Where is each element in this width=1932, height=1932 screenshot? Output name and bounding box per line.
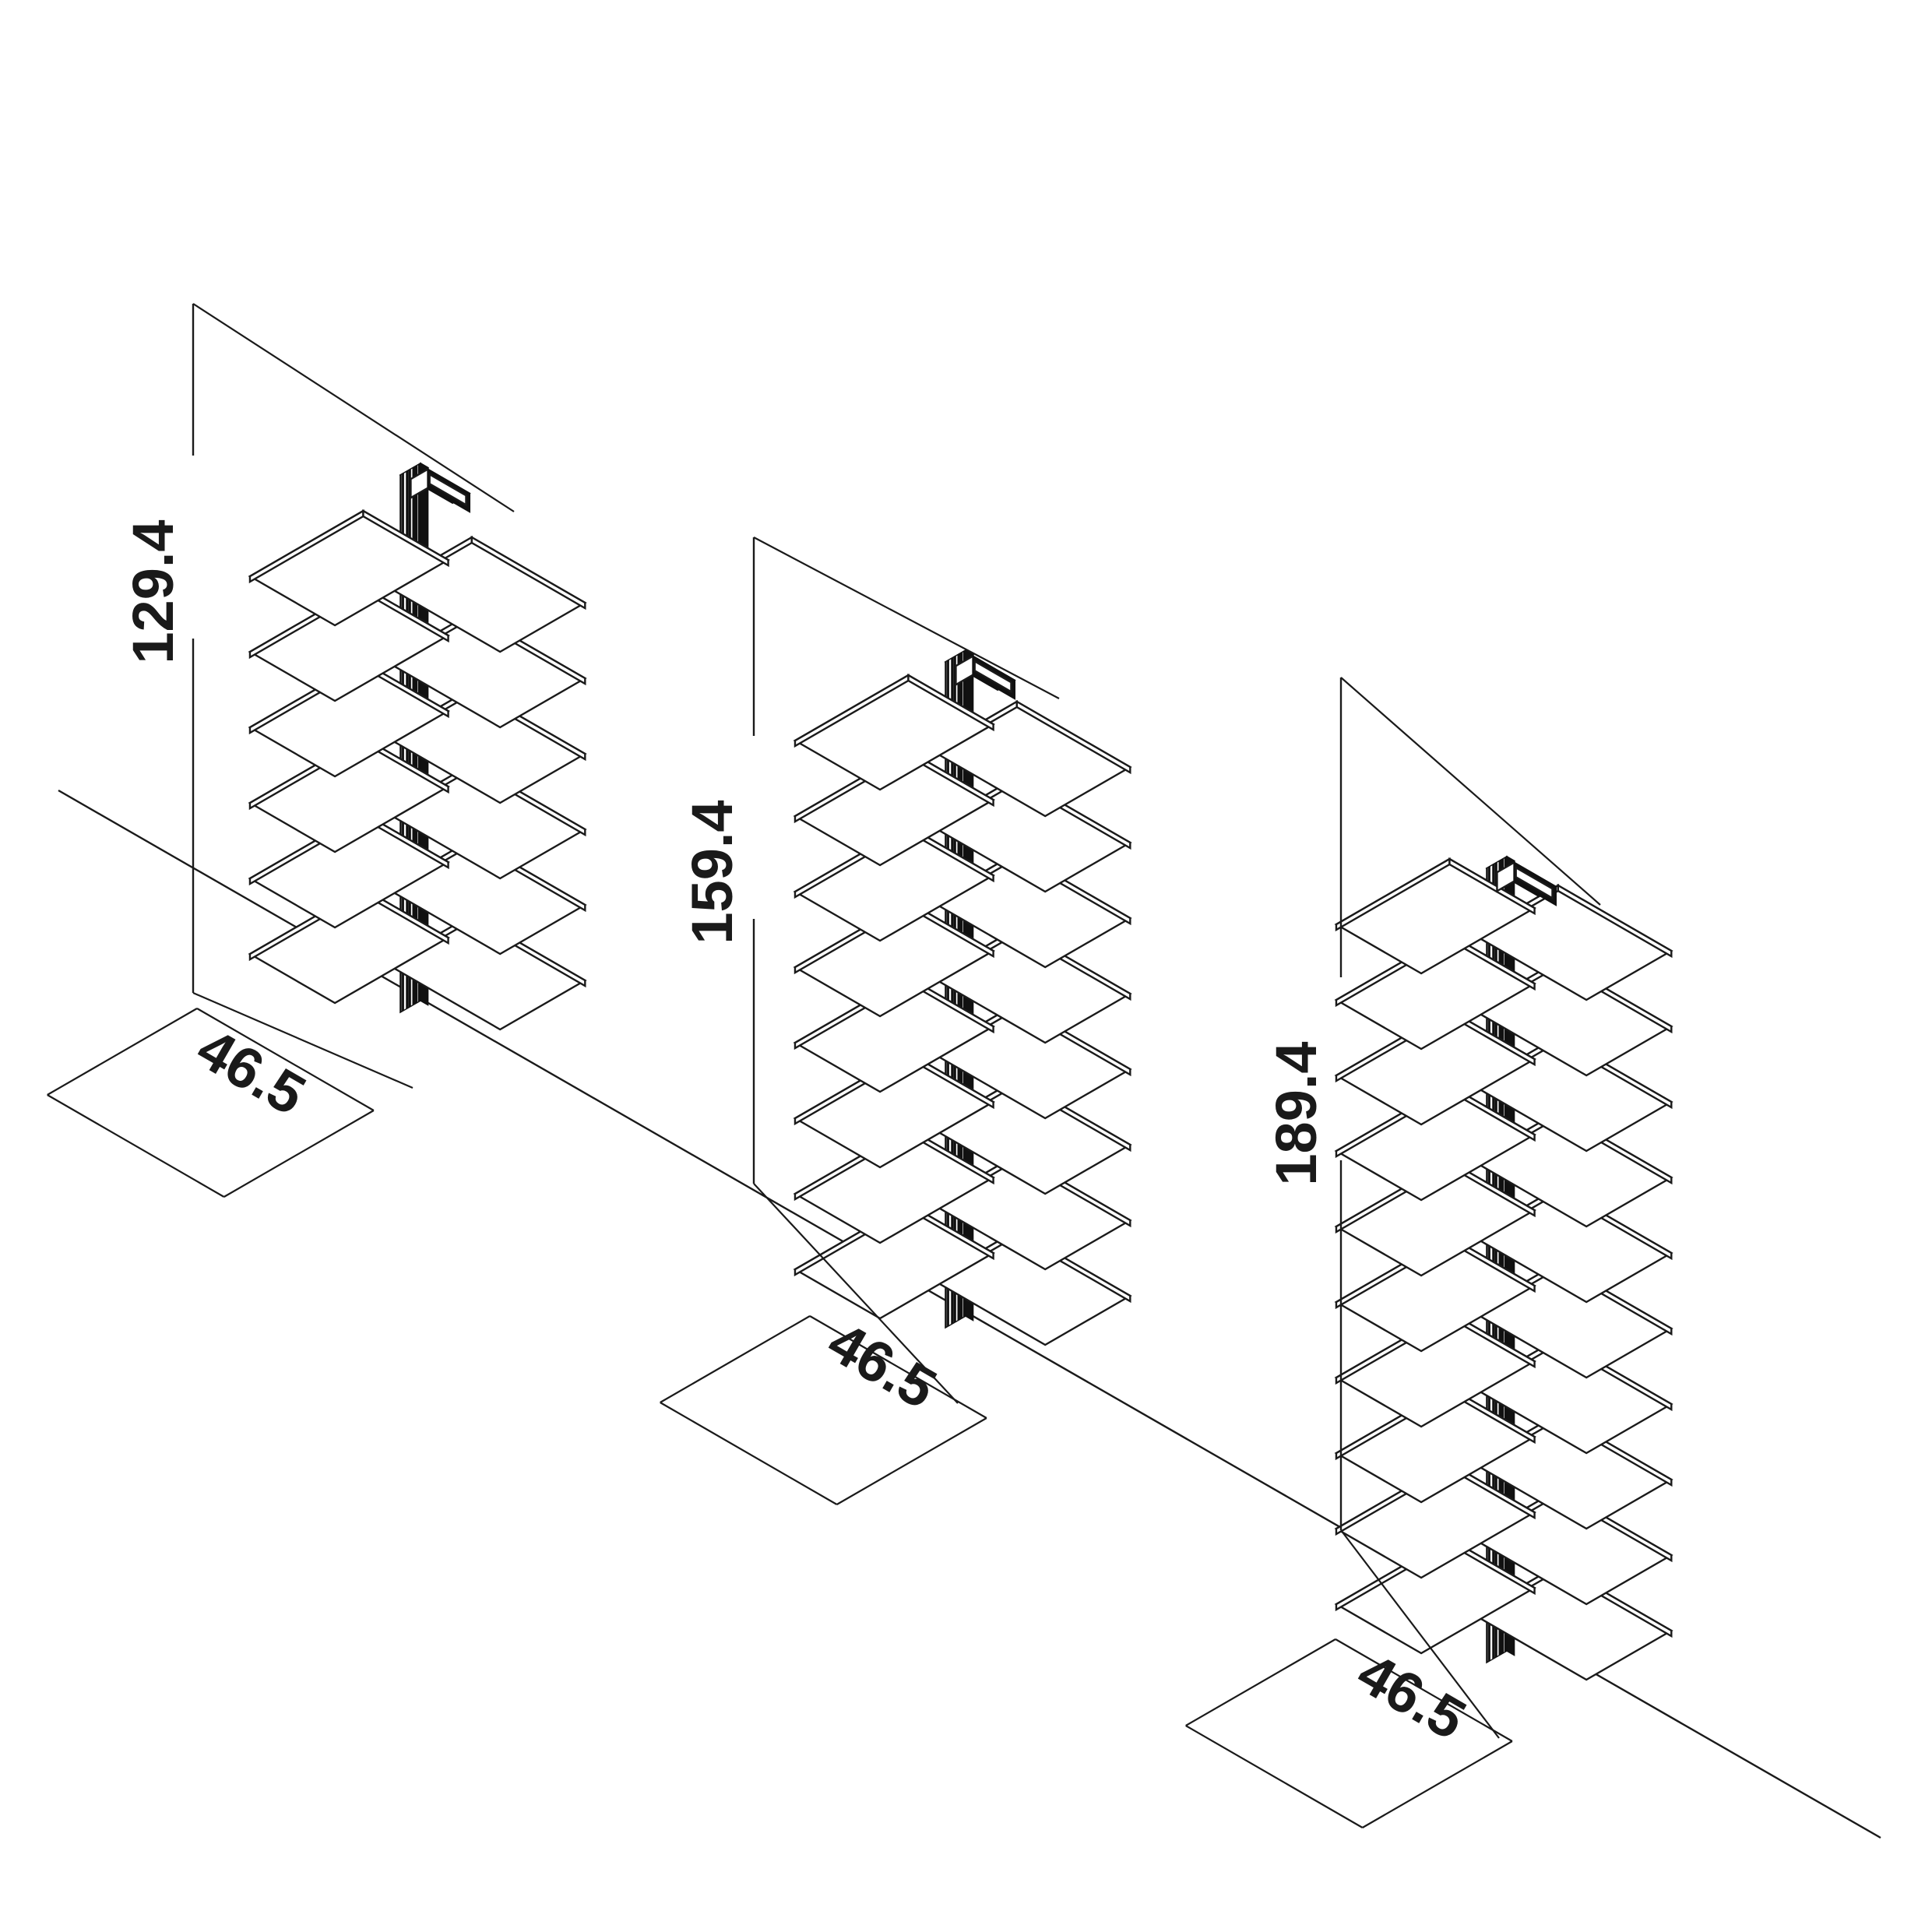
top-cap-bracket [1495,860,1557,906]
height-ext-top-unit-3 [1340,677,1601,906]
depth-ext-d-unit-3 [1362,1740,1513,1828]
height-label-unit-1: 129.4 [121,519,185,663]
depth-label-unit-2: 46.5 [818,1309,947,1421]
depth-ext-b-unit-2 [660,1315,811,1403]
top-arm-highlight [973,660,1012,694]
depth-ext-d-unit-2 [836,1417,987,1505]
height-ext-bottom-unit-1 [192,991,413,1089]
depth-ext-b-unit-3 [1185,1638,1336,1726]
height-label-unit-3: 189.4 [1264,1041,1328,1185]
depth-ext-b-unit-1 [47,1008,198,1096]
dimension-group-unit-2 [660,537,1060,1505]
shelf-board-front-face [1448,857,1536,916]
shelf-left [1334,857,1536,975]
height-ext-top-unit-1 [192,303,515,512]
shelf-unit-right [1334,855,1673,1681]
depth-ext-c-unit-2 [660,1402,838,1505]
dimension-group-unit-1 [47,303,515,1198]
height-label-unit-2: 159.4 [680,800,744,944]
top-arm-highlight [428,473,467,507]
shelf-board-front-face [1015,699,1131,775]
shelf-board-front-face [1557,883,1673,959]
depth-ext-c-unit-1 [47,1094,225,1198]
shelf-left [793,1202,995,1320]
height-ext-bottom-unit-3 [1340,1529,1500,1739]
depth-ext-a-unit-1 [196,1008,375,1111]
top-cap-bracket [409,467,471,513]
depth-ext-a-unit-2 [809,1315,987,1419]
dimension-annotations [47,303,1601,1828]
dimension-group-unit-3 [1185,677,1601,1828]
height-ext-top-unit-2 [753,537,1060,699]
top-arm-highlight [1515,866,1554,900]
shelf-board-front-face [470,535,586,611]
top-cap-bracket [954,654,1016,700]
depth-ext-a-unit-3 [1335,1638,1513,1742]
depth-ext-d-unit-1 [223,1110,375,1198]
shelf-board-front-face [362,509,449,568]
depth-ext-c-unit-3 [1185,1725,1364,1828]
shelf-unit-left [248,462,587,1031]
shelf-left [248,509,450,627]
height-ext-bottom-unit-2 [753,1183,959,1404]
depth-label-unit-1: 46.5 [187,1015,316,1128]
shelf-left [793,673,995,791]
shelf-unit-middle [793,649,1132,1346]
shelf-board-front-face [907,673,994,732]
